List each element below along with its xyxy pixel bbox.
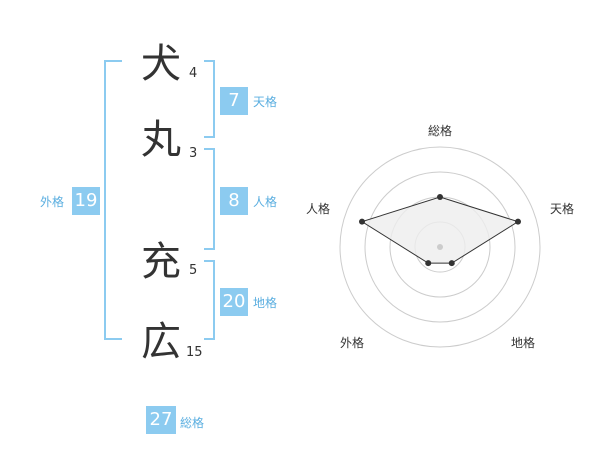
tenkaku-value: 7 <box>220 87 248 115</box>
soukaku-value: 27 <box>146 406 176 434</box>
radar-point <box>437 194 443 200</box>
radar-label-chikaku: 地格 <box>511 336 536 350</box>
radar-center <box>437 244 443 250</box>
radar-label-jinkaku: 人格 <box>306 202 331 216</box>
gaikaku-value: 19 <box>72 187 100 215</box>
jinkaku-label: 人格 <box>253 195 278 209</box>
name-char-2: 丸 <box>141 117 181 163</box>
radar-ring <box>364 171 516 323</box>
chikaku-label: 地格 <box>253 296 278 310</box>
tenkaku-bracket <box>204 60 215 138</box>
jinkaku-value: 8 <box>220 187 248 215</box>
name-char-1: 犬 <box>141 41 181 87</box>
chikaku-value: 20 <box>220 288 248 316</box>
radar-ring <box>339 146 541 348</box>
radar-polygon <box>360 196 520 264</box>
radar-label-gaikaku: 外格 <box>340 336 365 350</box>
gaikaku-bracket <box>104 60 122 340</box>
stroke-count-2: 3 <box>189 146 198 161</box>
stroke-count-3: 5 <box>189 263 198 278</box>
stroke-count-4: 15 <box>186 345 203 360</box>
radar-label-tenkaku: 天格 <box>550 202 575 216</box>
jinkaku-bracket <box>204 148 215 250</box>
radar-point <box>448 260 455 267</box>
stroke-count-1: 4 <box>189 66 198 81</box>
chikaku-bracket <box>204 260 215 340</box>
radar-point <box>359 218 366 225</box>
radar-point <box>425 260 432 267</box>
radar-label-soukaku: 総格 <box>428 124 453 138</box>
soukaku-label: 総格 <box>180 416 205 430</box>
name-char-3: 充 <box>141 239 181 285</box>
radar-point <box>514 218 521 225</box>
gaikaku-label: 外格 <box>40 195 65 209</box>
tenkaku-label: 天格 <box>253 95 278 109</box>
name-char-4: 広 <box>141 319 181 365</box>
